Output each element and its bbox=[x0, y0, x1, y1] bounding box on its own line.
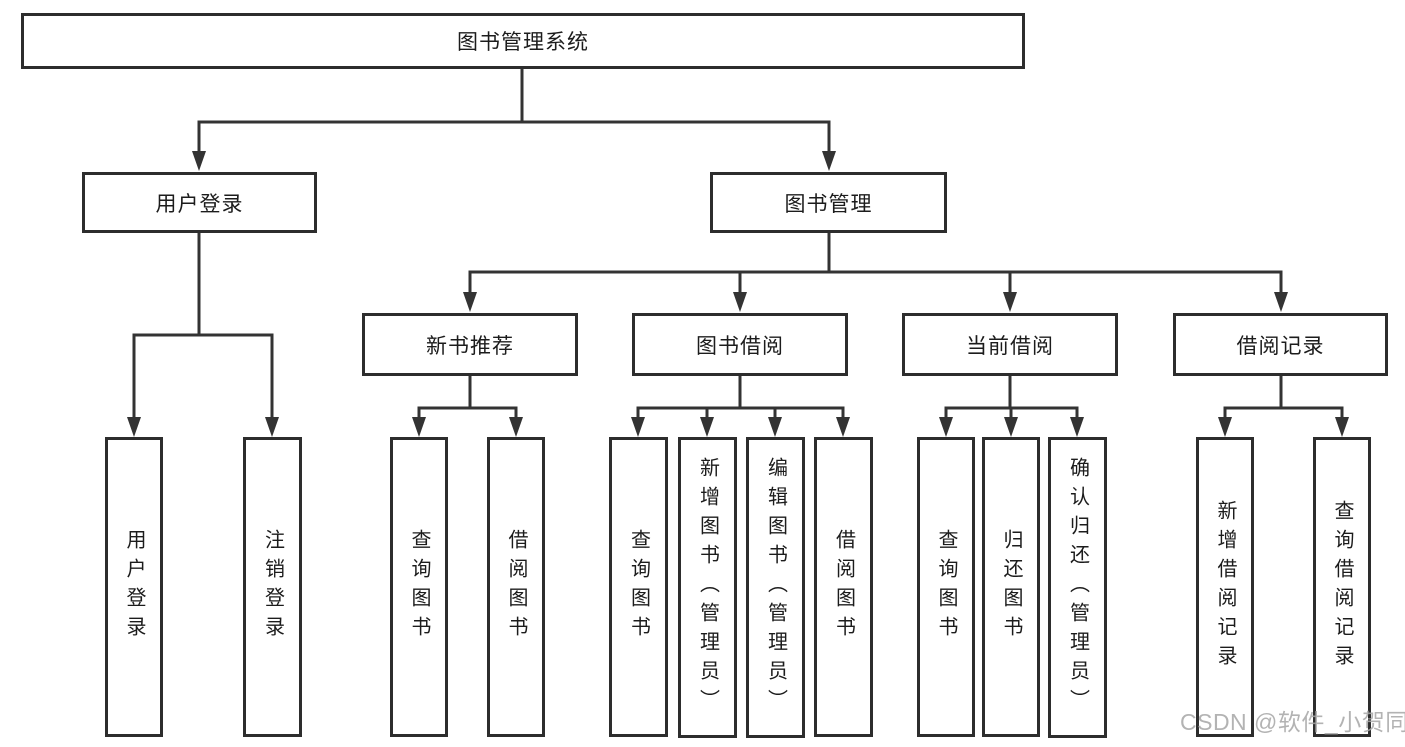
leaf-borrow-books-recommend: 借阅图书 bbox=[487, 437, 545, 737]
leaf-label: 查询图书 bbox=[408, 529, 430, 645]
leaf-query-books-current: 查询图书 bbox=[917, 437, 975, 737]
node-book-management: 图书管理 bbox=[710, 172, 947, 233]
leaf-label: 借阅图书 bbox=[505, 529, 527, 645]
node-library-management-system: 图书管理系统 bbox=[21, 13, 1025, 69]
leaf-edit-book-admin: 编辑图书（管理员） bbox=[746, 437, 805, 738]
leaf-label: 归还图书 bbox=[1000, 529, 1022, 645]
leaf-add-borrow-record: 新增借阅记录 bbox=[1196, 437, 1254, 737]
node-label: 用户登录 bbox=[155, 192, 244, 216]
leaf-label: 查询图书 bbox=[935, 529, 957, 645]
node-label: 图书管理 bbox=[784, 192, 873, 216]
node-label: 当前借阅 bbox=[966, 334, 1054, 358]
leaf-label: 查询借阅记录 bbox=[1331, 500, 1353, 674]
leaf-label: 借阅图书 bbox=[832, 529, 855, 645]
leaf-label: 用户登录 bbox=[123, 529, 145, 645]
node-label: 新书推荐 bbox=[426, 334, 514, 358]
node-user-login: 用户登录 bbox=[82, 172, 317, 233]
leaf-query-borrow-record: 查询借阅记录 bbox=[1313, 437, 1371, 737]
leaf-label: 编辑图书（管理员） bbox=[764, 457, 787, 718]
leaf-label: 新增借阅记录 bbox=[1214, 500, 1236, 674]
arrowheads bbox=[127, 151, 1349, 437]
leaf-add-book-admin: 新增图书（管理员） bbox=[678, 437, 737, 738]
node-label: 图书管理系统 bbox=[457, 31, 589, 54]
leaf-user-login: 用户登录 bbox=[105, 437, 163, 737]
node-label: 借阅记录 bbox=[1236, 334, 1325, 358]
leaf-query-books-borrow: 查询图书 bbox=[609, 437, 668, 737]
leaf-confirm-return-admin: 确认归还（管理员） bbox=[1048, 437, 1107, 738]
node-current-borrow: 当前借阅 bbox=[902, 313, 1118, 376]
leaf-label: 注销登录 bbox=[261, 529, 284, 645]
csdn-watermark: CSDN @软件_小贺同学 bbox=[1180, 709, 1405, 735]
node-book-borrow: 图书借阅 bbox=[632, 313, 848, 376]
leaf-label: 新增图书（管理员） bbox=[696, 457, 719, 718]
leaf-label: 确认归还（管理员） bbox=[1066, 457, 1089, 718]
node-label: 图书借阅 bbox=[696, 334, 784, 358]
node-borrow-record: 借阅记录 bbox=[1173, 313, 1388, 376]
node-new-book-recommend: 新书推荐 bbox=[362, 313, 578, 376]
leaf-query-books-recommend: 查询图书 bbox=[390, 437, 448, 737]
leaf-borrow-books: 借阅图书 bbox=[814, 437, 873, 737]
leaf-return-book: 归还图书 bbox=[982, 437, 1040, 737]
leaf-label: 查询图书 bbox=[627, 529, 650, 645]
leaf-logout: 注销登录 bbox=[243, 437, 302, 737]
